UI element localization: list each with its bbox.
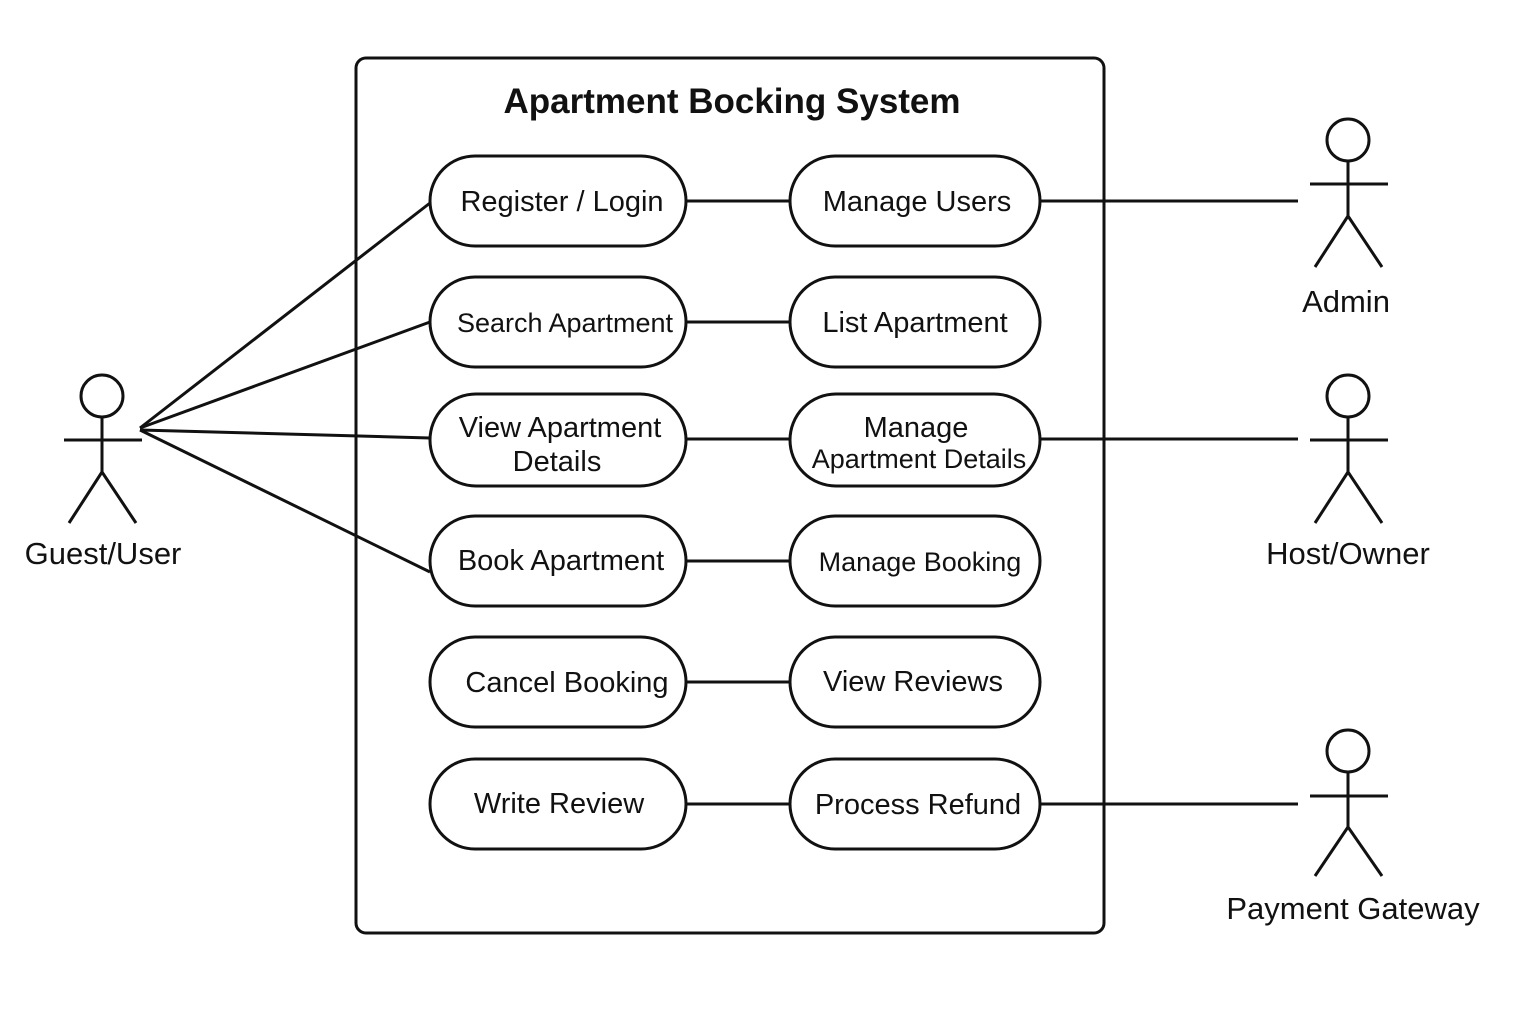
use-case-view-apartment-details[interactable]: View Apartment Details [428, 392, 688, 488]
use-case-label: Book Apartment [458, 545, 664, 577]
actor-left-leg [1313, 826, 1350, 877]
use-case-label-line-2: Apartment Details [812, 444, 1027, 474]
assoc-guest-book [139, 428, 431, 574]
use-case-label: Register / Login [460, 186, 663, 218]
use-case-search-apartment[interactable]: Search Apartment [428, 275, 688, 369]
use-case-links [686, 199, 790, 806]
use-case-write-review[interactable]: Write Review [428, 757, 688, 851]
system-boundary [354, 56, 1106, 935]
actor-right-leg [1346, 471, 1384, 524]
actor-guest-user[interactable] [64, 373, 142, 524]
use-case-manage-apartment-details[interactable]: Manage Apartment Details [788, 392, 1042, 488]
actor-right-leg [1346, 826, 1384, 877]
use-case-manage-users[interactable]: Manage Users [788, 154, 1042, 248]
actor-payment-gateway[interactable] [1310, 728, 1388, 877]
actor-left-leg [1313, 215, 1350, 268]
use-case-book-apartment[interactable]: Book Apartment [428, 514, 688, 608]
actor-label-admin: Admin [1302, 284, 1390, 319]
actor-head [1325, 728, 1371, 774]
use-case-cancel-booking[interactable]: Cancel Booking [428, 635, 688, 729]
use-case-label: List Apartment [822, 307, 1007, 339]
actor-head [1325, 117, 1371, 163]
use-case-label: Manage Users [823, 186, 1012, 218]
actor-head [1325, 373, 1371, 419]
use-case-manage-booking[interactable]: Manage Booking [788, 514, 1042, 608]
assoc-guest-view-details [139, 428, 431, 440]
actor-left-leg [67, 471, 104, 524]
actor-right-leg [1346, 215, 1384, 268]
use-case-view-reviews[interactable]: View Reviews [788, 635, 1042, 729]
use-case-label-line-2: Details [513, 446, 602, 478]
actor-label-host-owner: Host/Owner [1266, 536, 1430, 571]
actor-label-payment-gateway: Payment Gateway [1226, 891, 1480, 926]
use-case-label: Cancel Booking [465, 667, 668, 699]
use-case-label: Manage Booking [819, 547, 1022, 577]
actor-host-owner[interactable] [1310, 373, 1388, 524]
guest-associations [139, 201, 431, 574]
actor-associations [1040, 199, 1298, 806]
use-case-list-apartment[interactable]: List Apartment [788, 275, 1042, 369]
assoc-guest-search [139, 320, 431, 430]
use-case-label: Write Review [474, 788, 645, 820]
actor-head [79, 373, 125, 419]
use-case-label: View Reviews [823, 666, 1003, 698]
assoc-guest-register [139, 201, 431, 430]
system-title: Apartment Bocking System [503, 82, 960, 121]
use-case-label-line-1: View Apartment [459, 412, 662, 444]
use-case-register-login[interactable]: Register / Login [428, 154, 688, 248]
use-case-label: Process Refund [815, 789, 1021, 821]
actor-label-guest-user: Guest/User [25, 536, 182, 571]
use-case-process-refund[interactable]: Process Refund [788, 757, 1042, 851]
actor-admin[interactable] [1310, 117, 1388, 268]
use-case-label-line-1: Manage [864, 412, 969, 444]
actor-left-leg [1313, 471, 1350, 524]
use-case-label: Search Apartment [457, 308, 674, 338]
actor-right-leg [100, 471, 138, 524]
